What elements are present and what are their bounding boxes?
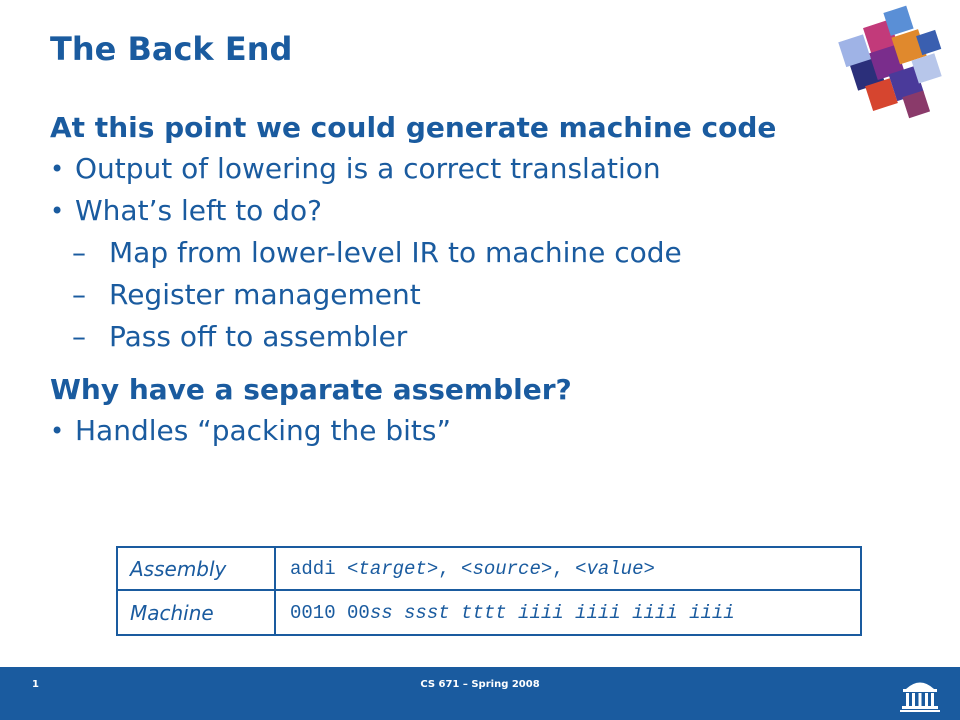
bullet-marker: • (50, 417, 65, 445)
asm-operand-value: <value> (575, 557, 655, 580)
bullet-text: Handles “packing the bits” (75, 414, 451, 447)
row-label-machine: Machine (118, 591, 276, 634)
page-number: 1 (32, 679, 39, 690)
section-heading-assembler: Why have a separate assembler? (50, 373, 572, 406)
stacked-cubes-logo-icon (838, 5, 942, 119)
asm-operand-target: <target> (347, 557, 439, 580)
sub-bullet-item: –Register management (50, 274, 850, 316)
bullet-text: Output of lowering is a correct translat… (75, 152, 661, 185)
row-label-assembly: Assembly (118, 548, 276, 589)
section-heading-machine-code: At this point we could generate machine … (50, 111, 777, 144)
asm-operand-source: <source> (461, 557, 553, 580)
sub-bullet-item: –Pass off to assembler (50, 316, 850, 358)
asm-separator: , (438, 557, 462, 580)
bullet-item: • Handles “packing the bits” (50, 410, 850, 452)
bullet-item: • What’s left to do? (50, 190, 850, 232)
university-rotunda-icon (898, 674, 942, 714)
course-label: CS 671 – Spring 2008 (420, 679, 540, 690)
sub-bullet-text: Pass off to assembler (109, 320, 408, 353)
footer-bar: 1 CS 671 – Spring 2008 (0, 667, 960, 720)
bullet-marker: • (50, 197, 65, 225)
bullet-text: What’s left to do? (75, 194, 322, 227)
table-row-assembly: Assembly addi <target>, <source>, <value… (118, 548, 860, 591)
instruction-encoding-table: Assembly addi <target>, <source>, <value… (116, 546, 862, 636)
dash-marker: – (72, 320, 86, 353)
sub-bullet-text: Map from lower-level IR to machine code (109, 236, 682, 269)
sub-bullet-text: Register management (109, 278, 421, 311)
asm-separator: , (552, 557, 576, 580)
slide-body: At this point we could generate machine … (50, 108, 850, 452)
bullet-marker: • (50, 155, 65, 183)
sub-bullet-item: –Map from lower-level IR to machine code (50, 232, 850, 274)
asm-opcode: addi (290, 557, 348, 580)
machine-opcode-bits: 0010 00 (290, 601, 370, 624)
bullet-item: • Output of lowering is a correct transla… (50, 148, 850, 190)
machine-field-bits: ss ssst tttt iiii iiii iiii iiii (369, 601, 735, 624)
slide-title: The Back End (50, 30, 293, 68)
dash-marker: – (72, 236, 86, 269)
dash-marker: – (72, 278, 86, 311)
assembly-code: addi <target>, <source>, <value> (290, 548, 655, 589)
